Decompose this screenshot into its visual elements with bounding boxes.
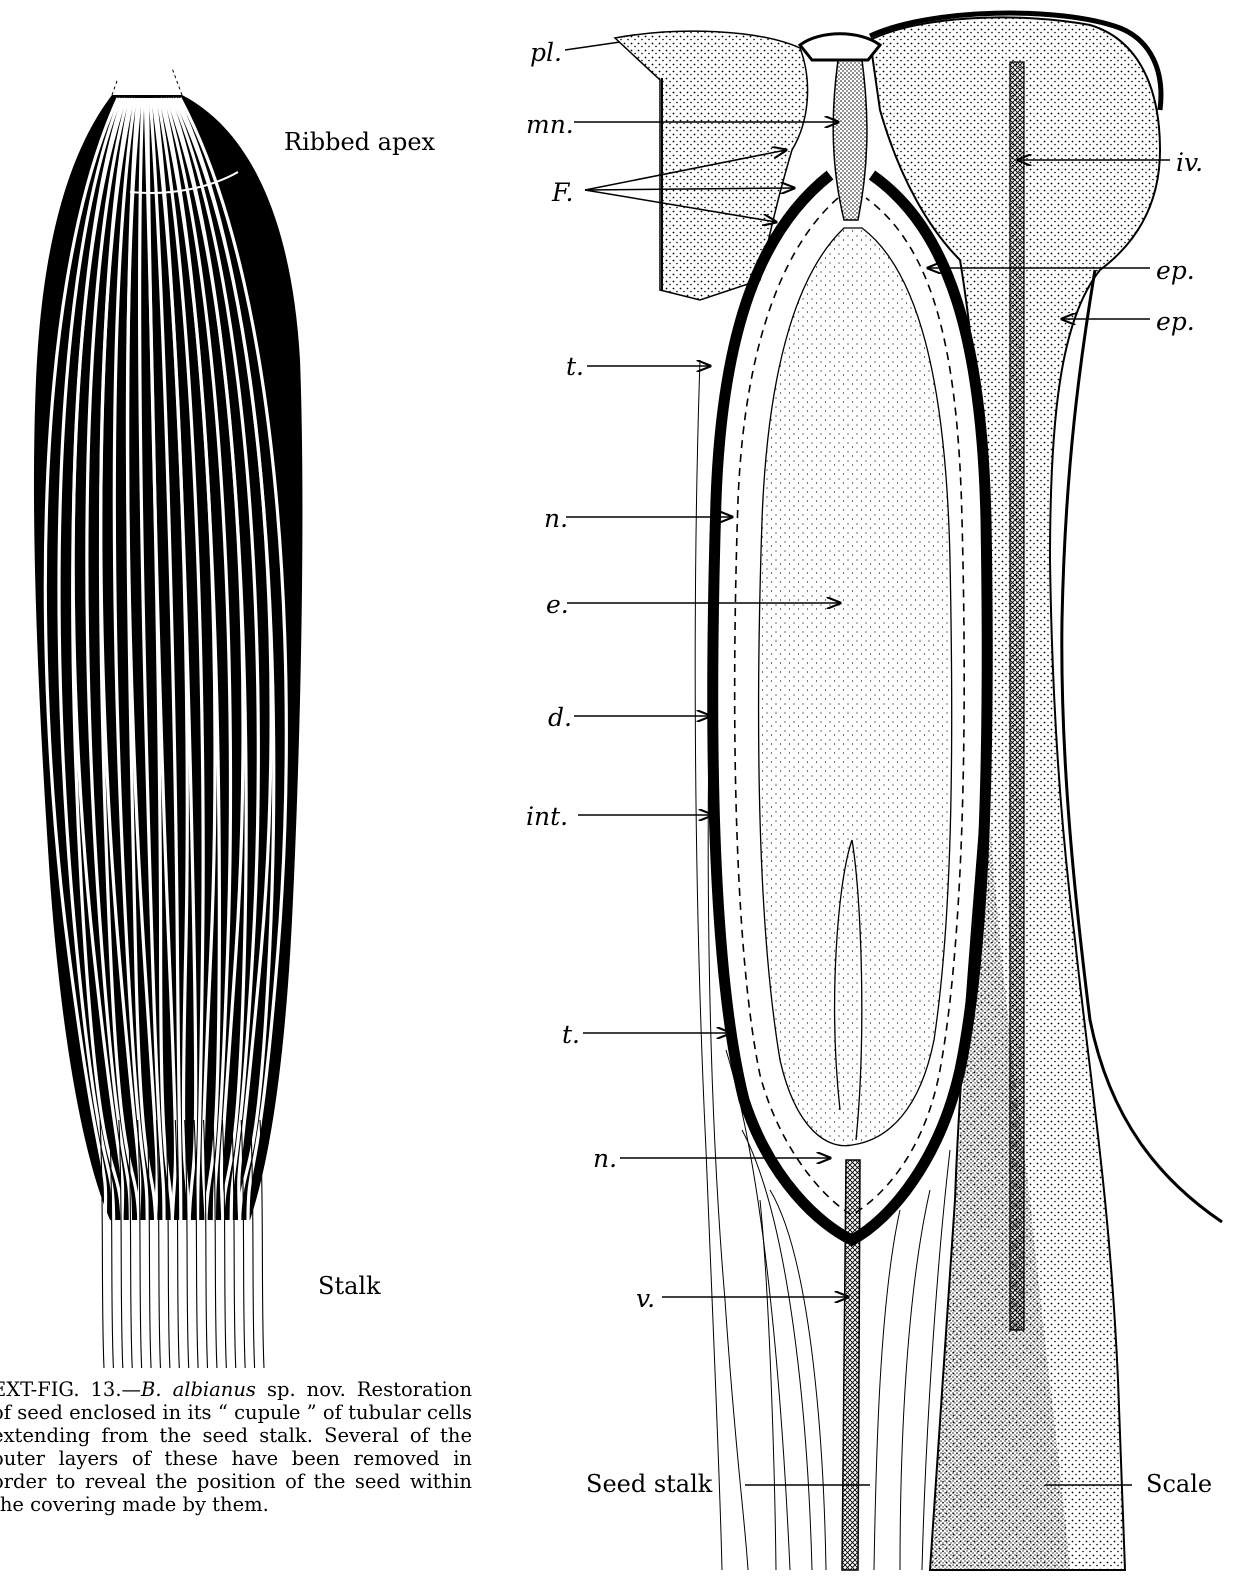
micropyle-cap bbox=[800, 34, 880, 60]
label-iv: iv. bbox=[1176, 150, 1203, 175]
endosperm bbox=[759, 228, 952, 1146]
caption-figure-ref: EXT-FIG. 13.— bbox=[0, 1378, 141, 1401]
label-mn: mn. bbox=[526, 112, 574, 137]
label-n-1: n. bbox=[544, 506, 568, 531]
label-v: v. bbox=[636, 1286, 655, 1311]
caption-species: B. albianus bbox=[141, 1378, 256, 1401]
cupule-restoration bbox=[34, 68, 302, 1368]
vascular-strand bbox=[842, 1160, 860, 1570]
label-int: int. bbox=[526, 804, 568, 829]
apex-tip-right bbox=[172, 68, 182, 95]
label-ep-2: ep. bbox=[1156, 309, 1195, 334]
label-ribbed-apex: Ribbed apex bbox=[284, 130, 435, 154]
label-seed-stalk: Seed stalk bbox=[586, 1472, 712, 1496]
label-t-1: t. bbox=[566, 354, 584, 379]
label-e: e. bbox=[546, 592, 569, 617]
figure-caption: EXT-FIG. 13.—B. albianus sp. nov. Restor… bbox=[0, 1378, 472, 1516]
label-d: d. bbox=[548, 705, 572, 730]
label-F: F. bbox=[552, 180, 573, 205]
label-n-2: n. bbox=[593, 1146, 617, 1171]
label-ep-1: ep. bbox=[1156, 258, 1195, 283]
scale-inner-vascular bbox=[1010, 62, 1024, 1330]
label-t-2: t. bbox=[562, 1022, 580, 1047]
label-scale: Scale bbox=[1146, 1472, 1212, 1496]
seed-section bbox=[615, 13, 1222, 1570]
apex-tip-left bbox=[112, 78, 118, 95]
label-stalk: Stalk bbox=[318, 1274, 381, 1298]
micropyle bbox=[833, 60, 867, 220]
label-pl: pl. bbox=[530, 40, 562, 65]
